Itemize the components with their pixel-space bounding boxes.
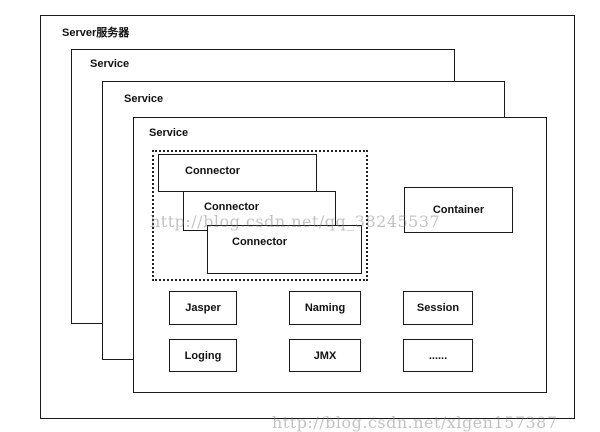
module-loging-label: Loging [184, 349, 222, 362]
module-jasper: Jasper [169, 291, 237, 325]
module-session: Session [403, 291, 473, 325]
module-more-label: ...... [428, 349, 448, 362]
watermark-text-2: http://blog.csdn.net/xlgen157387 [272, 413, 558, 432]
connector-group [152, 150, 368, 281]
module-jmx: JMX [289, 339, 361, 372]
connector-label-3: Connector [232, 236, 287, 248]
module-session-label: Session [416, 302, 460, 314]
module-naming: Naming [289, 291, 361, 325]
module-loging: Loging [169, 339, 237, 372]
connector-box-3: Connector [207, 225, 362, 274]
service-title-2: Service [124, 93, 164, 105]
service-title-1: Service [90, 58, 130, 70]
module-naming-label: Naming [304, 302, 346, 314]
container-label: Container [432, 204, 485, 216]
connector-box-1: Connector [158, 154, 317, 192]
module-more: ...... [403, 339, 473, 372]
connector-label-2: Connector [204, 201, 259, 213]
container-box: Container [404, 187, 513, 233]
server-title: Server服务器 [62, 27, 130, 39]
module-jasper-label: Jasper [185, 302, 221, 314]
connector-label-1: Connector [185, 165, 240, 177]
module-jmx-label: JMX [313, 349, 337, 362]
watermark-text-1: http://blog.csdn.net/qq_38245537 [150, 212, 441, 231]
connector-box-2: Connector [183, 191, 336, 231]
service-title-3: Service [149, 127, 189, 139]
